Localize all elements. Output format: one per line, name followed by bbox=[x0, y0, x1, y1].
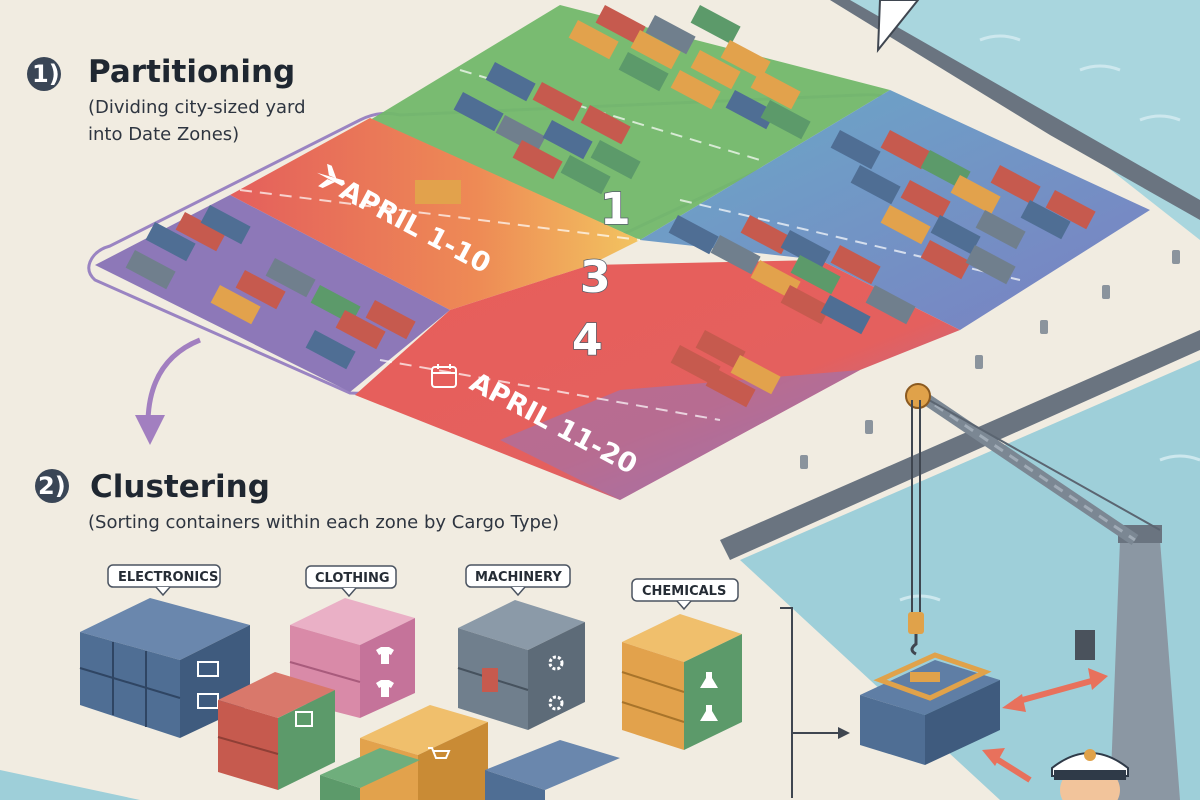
down-arrow bbox=[135, 337, 201, 445]
step-2-badge bbox=[35, 469, 69, 503]
step-2-desc: (Sorting containers within each zone by … bbox=[88, 512, 559, 533]
step-1-desc-line2: into Date Zones) bbox=[88, 124, 239, 145]
zone-number-4: 4 bbox=[572, 315, 603, 366]
tag-clothing-label: CLOTHING bbox=[315, 571, 390, 586]
double-arrow-icon bbox=[1002, 668, 1108, 712]
step-2-number: 2) bbox=[38, 472, 66, 500]
shirt-icon-2 bbox=[376, 680, 394, 697]
step-2-title: Clustering bbox=[90, 469, 270, 505]
shirt-icon bbox=[376, 647, 394, 664]
flask-icon bbox=[700, 672, 718, 688]
tag-electronics-label: ELECTRONICS bbox=[118, 570, 218, 585]
tag-machinery-label: MACHINERY bbox=[475, 570, 562, 585]
crate-icon bbox=[295, 711, 313, 727]
step-2: 2) Clustering (Sorting containers within… bbox=[35, 469, 559, 533]
chemicals-stack bbox=[621, 614, 742, 750]
zone-left-warm bbox=[230, 118, 640, 310]
airplane-icon bbox=[317, 163, 345, 189]
step-1: 1) Partitioning (Dividing city-sized yar… bbox=[27, 54, 306, 145]
zone-number-1: 1 bbox=[600, 184, 631, 235]
captain bbox=[1051, 749, 1129, 800]
step-1-badge bbox=[27, 57, 61, 91]
harbor-crane bbox=[905, 383, 1180, 800]
tag-clothing: CLOTHING bbox=[305, 565, 397, 598]
arrow-up-left-icon bbox=[982, 748, 1032, 783]
cargo-tags: ELECTRONICS CLOTHING MACHINERY CHEMICALS bbox=[107, 564, 739, 611]
cart-icon bbox=[428, 747, 451, 759]
step-1-number: 1) bbox=[32, 60, 60, 88]
zone-bottom-purple bbox=[500, 370, 860, 500]
suspended-container bbox=[860, 652, 1000, 765]
yard-containers bbox=[125, 5, 1096, 408]
flask-icon-2 bbox=[700, 705, 718, 721]
flow-arrows bbox=[780, 607, 1108, 798]
monitor-icon bbox=[197, 661, 219, 677]
bollards bbox=[800, 250, 1180, 469]
mixed-stack bbox=[217, 672, 335, 790]
calendar-icon bbox=[431, 364, 457, 388]
zone-number-3: 3 bbox=[580, 252, 611, 303]
step-1-desc-line1: (Dividing city-sized yard bbox=[88, 97, 306, 118]
tag-machinery: MACHINERY bbox=[465, 564, 571, 597]
front-stacks bbox=[320, 705, 620, 800]
gear-icon-2 bbox=[548, 695, 564, 711]
gear-icon bbox=[548, 655, 564, 671]
tag-chemicals: CHEMICALS bbox=[631, 578, 739, 611]
map-pin-tip bbox=[876, 0, 920, 54]
quay-wall bbox=[720, 0, 1200, 560]
tag-electronics: ELECTRONICS bbox=[107, 564, 221, 597]
machinery-stack bbox=[457, 600, 585, 730]
step-1-title: Partitioning bbox=[88, 54, 295, 90]
tag-chemicals-label: CHEMICALS bbox=[642, 584, 726, 599]
